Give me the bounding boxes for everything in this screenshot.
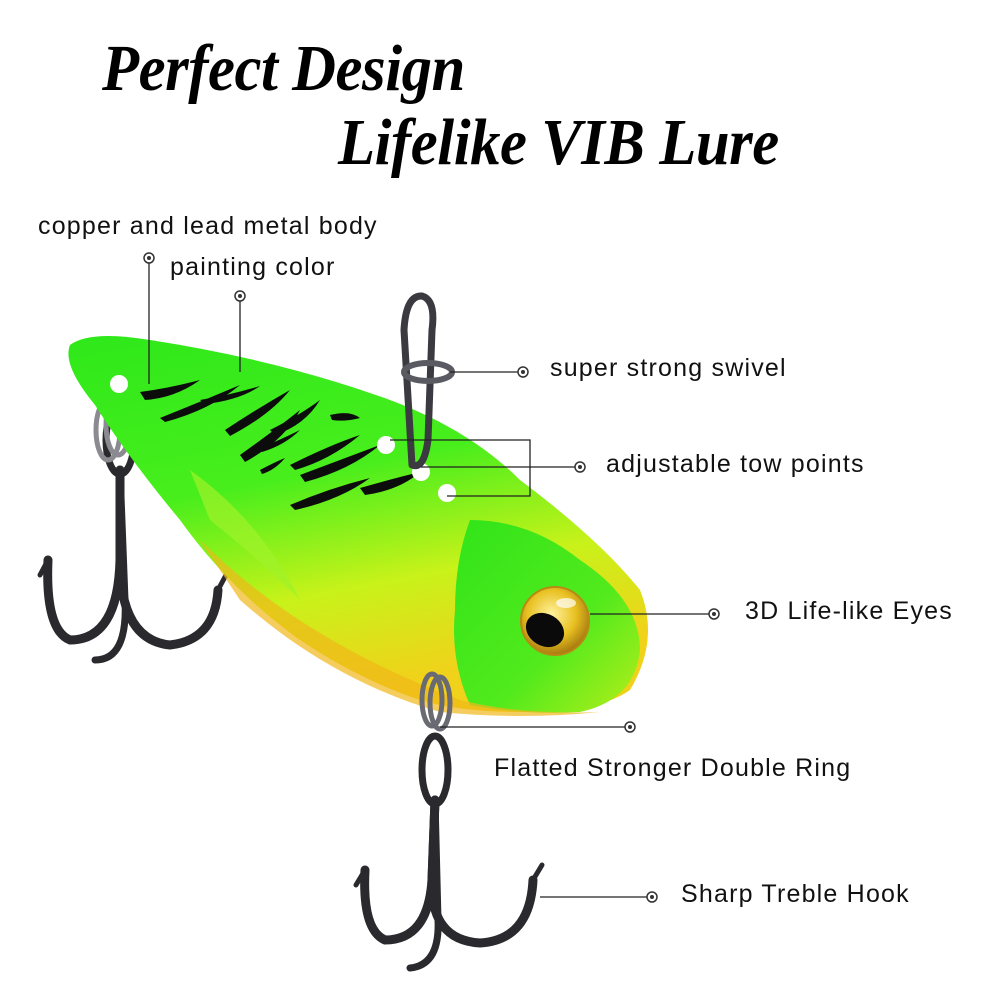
callout-label-treble-hook: Sharp Treble Hook (681, 880, 910, 908)
target-marker-icon (708, 608, 720, 620)
target-marker-icon (574, 461, 586, 473)
callout-markers (143, 252, 720, 903)
target-marker-icon (143, 252, 155, 264)
headline-perfect-design: Perfect Design (102, 32, 465, 105)
front-treble-hook (353, 732, 545, 972)
3d-eye (520, 586, 590, 656)
callout-label-eyes: 3D Life-like Eyes (745, 597, 953, 625)
target-marker-icon (234, 290, 246, 302)
headline-lifelike-vib-lure: Lifelike VIB Lure (338, 106, 779, 179)
target-marker-icon (624, 721, 636, 733)
callout-label-double-ring: Flatted Stronger Double Ring (494, 754, 852, 782)
front-double-ring (419, 671, 453, 732)
callout-label-tow-points: adjustable tow points (606, 450, 865, 478)
callout-label-painting-color: painting color (170, 253, 336, 281)
callout-label-metal-body: copper and lead metal body (38, 212, 378, 240)
target-marker-icon (646, 891, 658, 903)
target-marker-icon (517, 366, 529, 378)
callout-label-swivel: super strong swivel (550, 354, 787, 382)
tiger-stripes (140, 380, 420, 510)
callout-lines (148, 262, 710, 898)
